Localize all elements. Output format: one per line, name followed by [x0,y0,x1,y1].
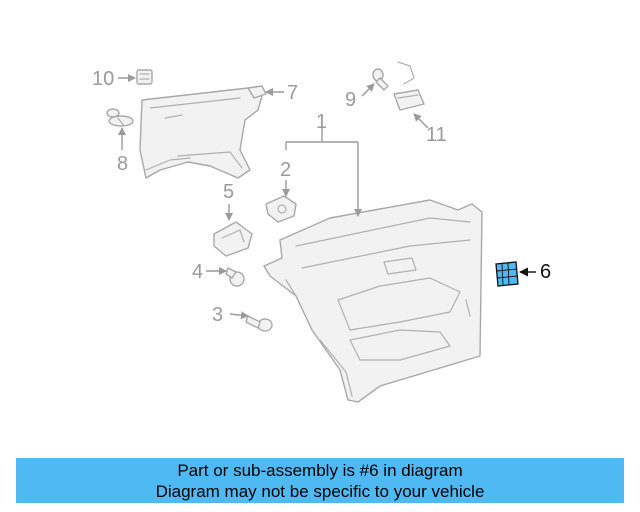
fastener-part-8 [106,108,134,127]
screw-part-4 [225,267,245,287]
callout-6: 6 [540,261,551,283]
callout-10: 10 [92,68,114,90]
callout-9: 9 [345,89,356,111]
callout-5: 5 [223,181,234,203]
callout-labels: 1 2 3 4 5 6 7 8 9 10 11 [92,68,551,326]
callout-7: 7 [287,82,298,104]
grip-handle-part-11 [393,61,425,111]
clip-part-10 [136,69,153,85]
callout-4: 4 [192,261,203,283]
screw-part-9 [372,68,389,91]
bracket-part-5 [213,221,253,257]
callout-8: 8 [117,153,128,175]
screw-part-3 [245,315,273,332]
part-info-banner: Part or sub-assembly is #6 in diagram Di… [16,458,624,503]
quarter-trim-panel-part-1 [263,199,483,403]
upper-quarter-trim-panel [139,87,263,179]
callout-2: 2 [280,159,291,181]
parts-diagram: 1 2 3 4 5 6 7 8 9 10 11 [92,61,551,403]
clip-part-2 [265,195,297,223]
highlighted-part-6 [495,261,519,287]
banner-line-part-number: Part or sub-assembly is #6 in diagram [177,460,463,480]
callout-11: 11 [426,124,447,146]
callout-1: 1 [316,111,327,133]
banner-line-disclaimer: Diagram may not be specific to your vehi… [155,481,485,501]
leader-lines [118,74,536,320]
callout-3: 3 [212,304,223,326]
